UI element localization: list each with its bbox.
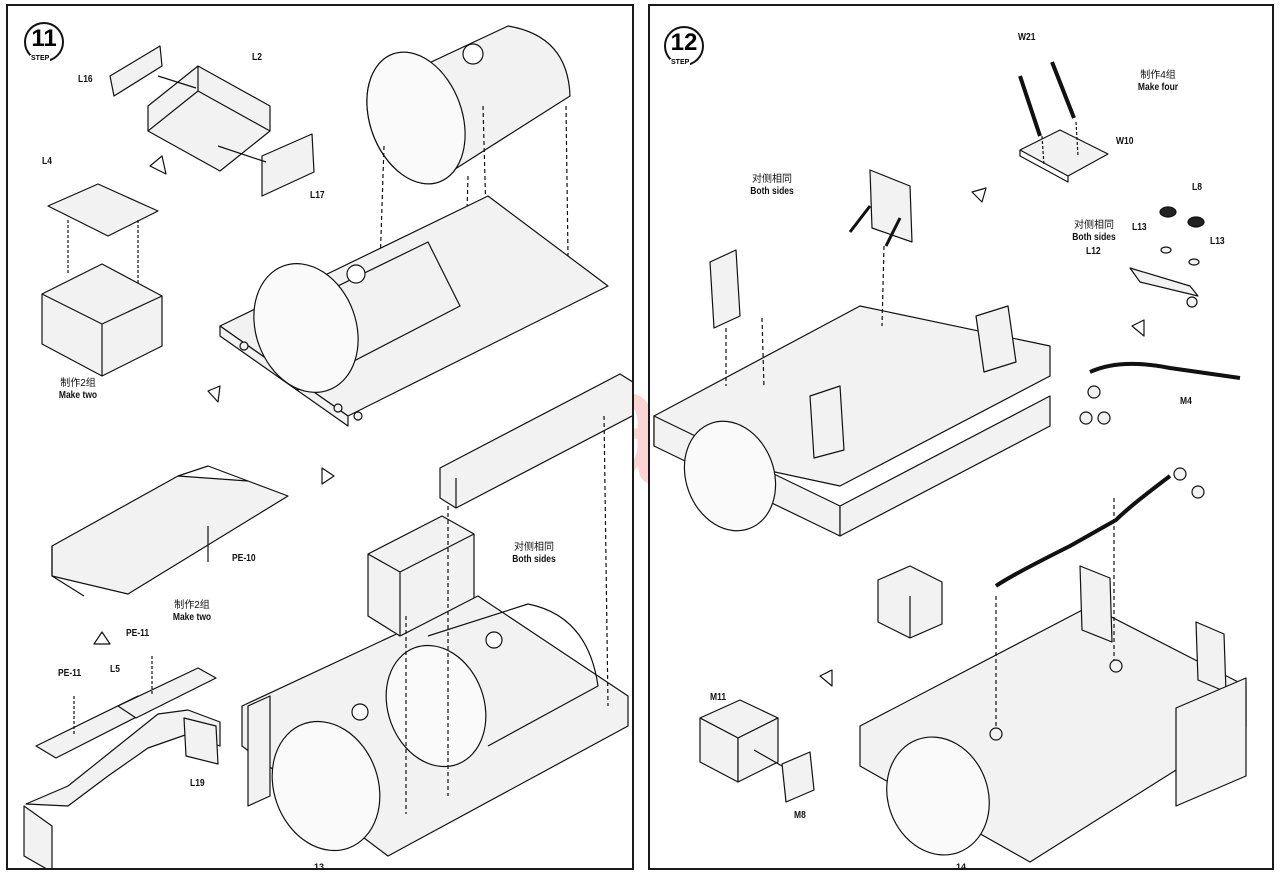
page-number: 13 xyxy=(314,862,325,870)
step-11-badge: 11 STEP xyxy=(24,22,64,62)
step-12-assembly-drawing xyxy=(653,61,1247,863)
instruction-page-step-11: 11 STEP L16 L2 L17 L4 制作2组 Make two PE-1… xyxy=(6,4,634,870)
part-label-M4: M4 xyxy=(1180,396,1192,407)
part-label-M8: M8 xyxy=(794,810,806,821)
part-label-W21: W21 xyxy=(1018,32,1036,43)
part-label-L17: L17 xyxy=(310,190,325,201)
part-label-L16: L16 xyxy=(78,74,93,85)
part-label-L12: L12 xyxy=(1086,246,1101,257)
note-both-sides: 对侧相同 Both sides xyxy=(512,542,556,565)
note-both-sides-chassis: 对侧相同 Both sides xyxy=(750,174,794,197)
step-word: STEP xyxy=(30,55,51,62)
part-label-L13-right: L13 xyxy=(1210,236,1225,247)
part-label-W10: W10 xyxy=(1116,136,1134,147)
instruction-page-step-12: 12 STEP W21 W10 制作4组 Make four L8 对侧相同 B… xyxy=(648,4,1274,870)
part-label-PE-10: PE-10 xyxy=(232,553,256,564)
step-number: 12 xyxy=(670,29,698,56)
part-label-L5: L5 xyxy=(110,664,120,675)
note-make-two-2: 制作2组 Make two xyxy=(172,600,212,623)
part-label-L4: L4 xyxy=(42,156,52,167)
part-label-L19: L19 xyxy=(190,778,205,789)
step-number: 11 xyxy=(31,25,57,52)
part-label-PE-11: PE-11 xyxy=(126,628,150,639)
step-word: STEP xyxy=(670,59,691,66)
part-label-M11: M11 xyxy=(710,692,727,703)
part-label-L8: L8 xyxy=(1192,182,1202,193)
part-label-L13: L13 xyxy=(1132,222,1147,233)
note-both-sides-parts: 对侧相同 Both sides xyxy=(1072,220,1116,243)
note-make-four: 制作4组 Make four xyxy=(1137,70,1179,93)
step-12-badge: 12 STEP xyxy=(664,26,704,66)
step-11-assembly-drawing xyxy=(23,25,632,868)
part-label-L2: L2 xyxy=(252,52,262,63)
note-make-two: 制作2组 Make two xyxy=(58,378,98,401)
part-label-PE-11-left: PE-11 xyxy=(58,668,82,679)
page-number: 14 xyxy=(956,862,967,870)
